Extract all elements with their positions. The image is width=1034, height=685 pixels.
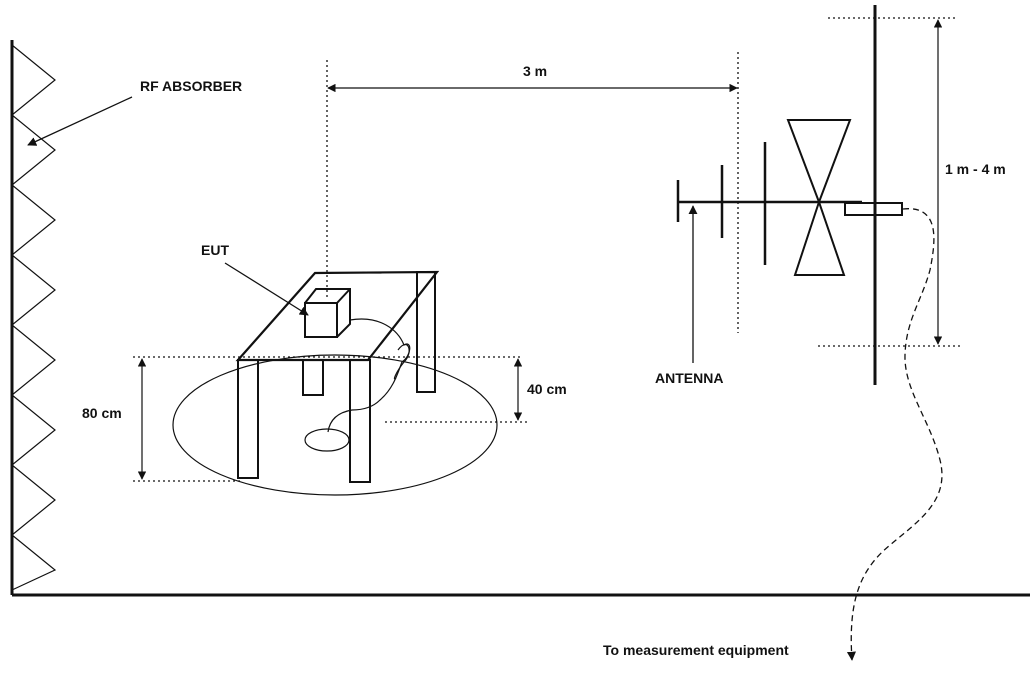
eut-label: EUT (201, 242, 229, 258)
distance-label: 3 m (523, 63, 547, 79)
rf-absorber-cones (11, 44, 57, 591)
height-range-label: 1 m - 4 m (945, 161, 1006, 177)
eut-cable (327, 318, 411, 433)
cable-height-label: 40 cm (527, 381, 567, 397)
ground-plane-ellipse (172, 354, 498, 496)
eut-cable-loop (393, 343, 410, 380)
rf-absorber-label: RF ABSORBER (140, 78, 242, 94)
antenna-element (676, 119, 903, 276)
antenna-label: ANTENNA (655, 370, 723, 386)
antenna-cable (846, 208, 943, 661)
rf-absorber-pointer (27, 96, 133, 146)
eut-box (304, 288, 351, 338)
cable-coil (304, 428, 350, 452)
eut-pointer (224, 262, 309, 316)
equipment-label: To measurement equipment (603, 642, 789, 658)
test-table (235, 270, 440, 483)
table-height-label: 80 cm (82, 405, 122, 421)
